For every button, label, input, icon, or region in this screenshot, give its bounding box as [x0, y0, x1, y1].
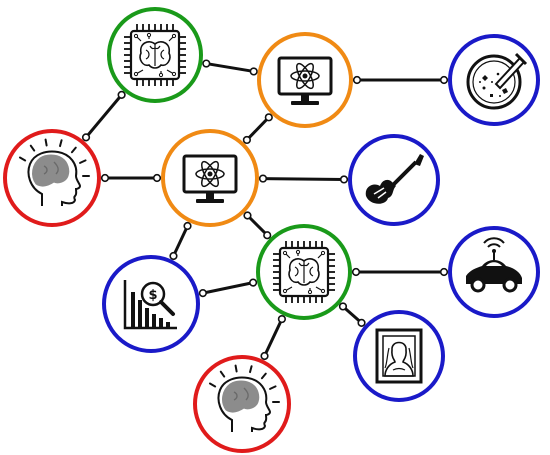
node-petri-dish — [448, 34, 540, 126]
mona-lisa-frame-icon — [375, 328, 423, 384]
node-monitor-top — [257, 32, 353, 128]
node-finance-chart: $ — [102, 255, 200, 353]
node-head-bottom — [193, 355, 291, 453]
edge-endpoint — [264, 113, 273, 122]
edge-endpoint — [439, 267, 449, 277]
node-chip-top — [107, 7, 203, 103]
node-autonomous-car — [448, 226, 540, 318]
edge-endpoint — [352, 75, 362, 85]
edge-chip-top-monitor-top — [202, 59, 258, 76]
atom-monitor-icon — [277, 56, 333, 105]
edge-endpoint — [242, 135, 251, 145]
petri-dish-icon — [466, 52, 528, 110]
edge-endpoint — [81, 133, 91, 142]
svg-text:$: $ — [148, 288, 157, 303]
edge-monitor-top-monitor-center — [242, 113, 273, 145]
edge-endpoint — [277, 314, 286, 324]
edge-endpoint — [260, 351, 269, 361]
human-head-icon — [18, 138, 90, 206]
finance-chart-icon: $ — [123, 280, 177, 330]
edge-monitor-center-chip-bottom — [243, 211, 272, 240]
node-ring — [348, 134, 440, 226]
edge-endpoint — [249, 67, 258, 76]
brain-chip-icon — [273, 241, 335, 303]
brain-chip-icon — [124, 24, 186, 86]
edge-chip-bottom-mona-lisa — [338, 302, 366, 327]
human-head-icon — [208, 364, 280, 432]
edge-monitor-center-finance-chart — [169, 221, 192, 261]
node-guitar — [348, 134, 440, 226]
edge-head-left-monitor-center — [100, 173, 162, 183]
edge-head-left-chip-top — [81, 90, 126, 142]
edge-chip-bottom-autonomous-car — [351, 267, 449, 277]
edge-endpoint — [357, 318, 366, 327]
edge-endpoint — [263, 231, 272, 240]
edge-endpoint — [258, 174, 268, 183]
node-monitor-center — [161, 129, 259, 227]
autonomous-car-icon — [466, 237, 522, 293]
edge-endpoint — [183, 221, 192, 231]
node-head-left — [3, 129, 101, 227]
edge-endpoint — [117, 90, 126, 99]
edges-layer — [81, 59, 449, 361]
nodes-layer: $ — [3, 7, 540, 453]
edge-endpoint — [351, 267, 361, 277]
edge-endpoint — [152, 173, 162, 183]
edge-endpoint — [169, 251, 178, 261]
edge-endpoint — [198, 289, 207, 298]
edge-endpoint — [338, 302, 348, 311]
edge-monitor-top-petri-dish — [352, 75, 449, 85]
electric-guitar-icon — [365, 154, 424, 204]
atom-monitor-icon — [182, 154, 238, 203]
edge-finance-chart-chip-bottom — [198, 278, 258, 298]
edge-endpoint — [202, 59, 211, 68]
edge-endpoint — [100, 173, 110, 183]
node-mona-lisa — [353, 310, 445, 402]
edge-chip-bottom-head-bottom — [260, 314, 286, 361]
node-chip-bottom — [256, 224, 352, 320]
edge-endpoint — [243, 211, 252, 220]
edge-monitor-center-guitar — [258, 174, 349, 184]
edge-endpoint — [249, 278, 258, 287]
edge-endpoint — [439, 75, 449, 85]
edge-endpoint — [339, 175, 349, 184]
